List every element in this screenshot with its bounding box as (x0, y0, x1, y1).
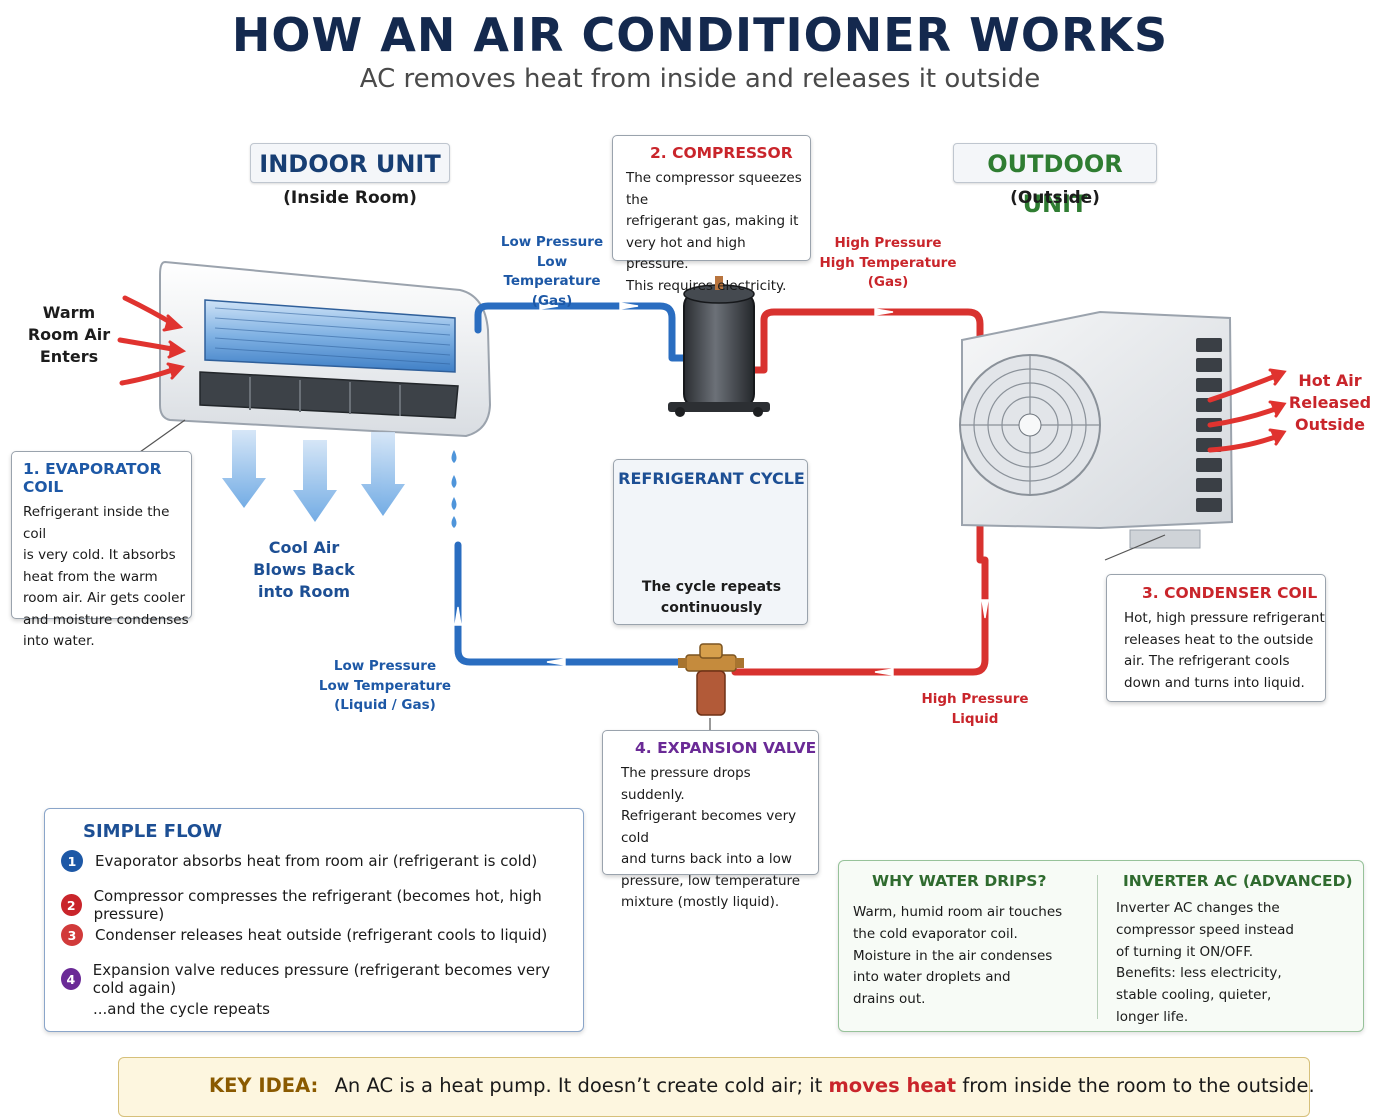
expansion-valve-icon (678, 643, 744, 716)
pipe-discharge (731, 308, 989, 676)
simple-flow-title: SIMPLE FLOW (83, 821, 223, 842)
warm-air-arrows-icon (117, 295, 187, 386)
indoor-unit-sublabel: (Inside Room) (283, 188, 417, 208)
water-drop-icon (451, 450, 457, 528)
card-evaporator-title: 1. EVAPORATOR COIL (23, 460, 162, 496)
flow-step-3: 3 Condenser releases heat outside (refri… (61, 924, 547, 946)
step-number: 2 (61, 894, 82, 916)
indoor-unit-illustration (139, 260, 492, 453)
key-idea-banner: KEY IDEA: An AC is a heat pump. It doesn… (118, 1057, 1315, 1117)
card-compressor-title: 2. COMPRESSOR (650, 144, 793, 162)
card-condenser-title: 3. CONDENSER COIL (1142, 584, 1318, 602)
outdoor-unit-sublabel: (Outside) (1010, 188, 1100, 208)
step-number: 4 (61, 968, 81, 990)
card-expansion: 4. EXPANSION VALVE The pressure drops su… (602, 730, 819, 910)
indoor-unit-label: INDOOR UNIT (250, 143, 450, 183)
card-evaporator: 1. EVAPORATOR COIL Refrigerant inside th… (11, 451, 192, 649)
outdoor-unit-label: OUTDOOR UNIT (953, 143, 1157, 218)
flow-step-2: 2 Compressor compresses the refrigerant … (61, 887, 583, 923)
pipe-suction (474, 302, 690, 362)
water-title: WHY WATER DRIPS? (872, 872, 1047, 890)
flow-step-1: 1 Evaporator absorbs heat from room air … (61, 850, 537, 872)
cool-air-arrows-icon (222, 430, 405, 522)
card-expansion-title: 4. EXPANSION VALVE (635, 739, 817, 757)
card-condenser: 3. CONDENSER COIL Hot, high pressure ref… (1106, 574, 1326, 702)
key-idea-label: KEY IDEA: (209, 1074, 319, 1097)
card-expansion-body: The pressure drops suddenly.Refrigerant … (621, 765, 801, 910)
info-divider (1097, 875, 1098, 1019)
key-idea-text: KEY IDEA: An AC is a heat pump. It doesn… (209, 1074, 1315, 1097)
page-title: HOW AN AIR CONDITIONER WORKS (231, 8, 1169, 62)
pipe-return (454, 541, 687, 666)
flow-step-4: 4 Expansion valve reduces pressure (refr… (61, 961, 583, 997)
key-idea-emphasis: moves heat (828, 1074, 957, 1097)
hot-air-arrows-icon (1207, 368, 1287, 453)
cycle-title: REFRIGERANT CYCLE (618, 469, 805, 488)
outdoor-unit-illustration (959, 310, 1234, 549)
flow-footer: ...and the cycle repeats (93, 1000, 270, 1018)
inverter-title: INVERTER AC (ADVANCED) (1123, 872, 1353, 890)
step-number: 3 (61, 924, 83, 946)
info-panel: WHY WATER DRIPS? Warm, humid room air to… (838, 860, 1364, 1032)
page-subtitle: AC removes heat from inside and releases… (359, 64, 1041, 94)
compressor-icon (668, 276, 770, 417)
step-number: 1 (61, 850, 83, 872)
simple-flow-panel: SIMPLE FLOW 1 Evaporator absorbs heat fr… (44, 808, 584, 1032)
card-compressor: 2. COMPRESSOR The compressor squeezes th… (612, 135, 811, 294)
